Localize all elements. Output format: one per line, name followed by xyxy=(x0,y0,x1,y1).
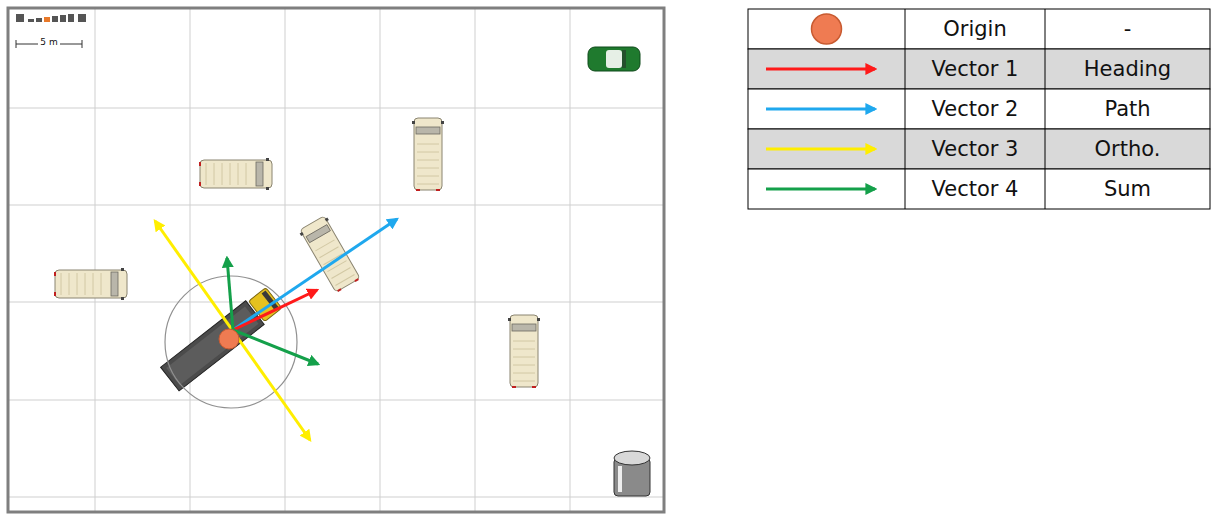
table-row xyxy=(748,49,1210,89)
legend-row xyxy=(748,89,1210,129)
map-ground xyxy=(8,8,664,512)
legend-text: Vector 3 xyxy=(932,137,1019,161)
table-rule xyxy=(1045,89,1046,129)
zoom-icon xyxy=(60,15,66,22)
map-border xyxy=(8,8,664,512)
legend-text: Vector 1 xyxy=(932,57,1019,81)
grid-line xyxy=(8,205,664,206)
table-row xyxy=(748,129,1210,169)
legend-swatch xyxy=(766,148,875,151)
zoom-icon xyxy=(44,17,50,22)
table-cell: Path xyxy=(1104,97,1150,121)
table-rule xyxy=(905,169,906,209)
van-icon xyxy=(199,158,272,190)
grid-line xyxy=(8,302,664,303)
table-row xyxy=(748,89,1210,129)
legend-swatch xyxy=(766,188,875,191)
legend-swatch xyxy=(812,14,842,44)
table-rule xyxy=(905,9,906,49)
zoom-icon xyxy=(52,16,58,22)
table-cell: - xyxy=(1124,17,1132,41)
table-rule xyxy=(905,129,906,169)
legend-row xyxy=(748,169,1210,209)
zoom-icon xyxy=(78,14,86,22)
legend-row xyxy=(748,129,1210,169)
grid-line xyxy=(570,8,571,512)
vector-arrow xyxy=(233,330,318,364)
grid-line xyxy=(285,8,286,512)
car-icon xyxy=(588,47,640,71)
grid-line xyxy=(8,400,664,401)
map-panel xyxy=(8,8,664,512)
vector-arrow xyxy=(233,219,397,330)
legend-text: Vector 2 xyxy=(932,97,1019,121)
vector-arrow xyxy=(233,290,317,330)
legend-text: Vector 4 xyxy=(932,177,1019,201)
zoom-icon xyxy=(16,14,24,22)
trash-can-icon xyxy=(614,451,650,496)
grid-line xyxy=(190,8,191,512)
table-row xyxy=(748,9,1210,49)
table-cell: Heading xyxy=(1084,57,1171,81)
zoom-icon xyxy=(36,18,42,22)
table-row xyxy=(748,169,1210,209)
grid-line xyxy=(8,108,664,109)
van-icon xyxy=(54,268,127,300)
van-icon xyxy=(412,118,444,191)
grid-line xyxy=(380,8,381,512)
table-rule xyxy=(1045,49,1046,89)
table-rule xyxy=(1045,129,1046,169)
origin-dot xyxy=(219,329,239,349)
vector-arrow xyxy=(155,221,310,440)
legend-table xyxy=(748,9,1210,209)
table-cell: Sum xyxy=(1104,177,1151,201)
legend-swatch xyxy=(766,108,875,111)
scale-tick xyxy=(16,40,17,48)
legend-swatch xyxy=(766,68,875,71)
vector-arrow xyxy=(227,258,233,330)
grid-line xyxy=(475,8,476,512)
zoom-icon xyxy=(68,14,74,22)
van-icon xyxy=(298,215,362,294)
table-cell: Ortho. xyxy=(1095,137,1161,161)
legend-row xyxy=(748,9,1210,49)
van-icon xyxy=(508,315,540,388)
legend-row xyxy=(748,49,1210,89)
legend-text: Origin xyxy=(943,17,1006,41)
table-rule xyxy=(905,49,906,89)
scale-label: 5 m xyxy=(38,37,59,47)
table-rule xyxy=(905,89,906,129)
grid-line xyxy=(95,8,96,512)
scale-tick xyxy=(82,40,83,48)
grid-line xyxy=(8,497,664,498)
table-rule xyxy=(1045,9,1046,49)
table-rule xyxy=(1045,169,1046,209)
zoom-icon xyxy=(28,19,34,22)
